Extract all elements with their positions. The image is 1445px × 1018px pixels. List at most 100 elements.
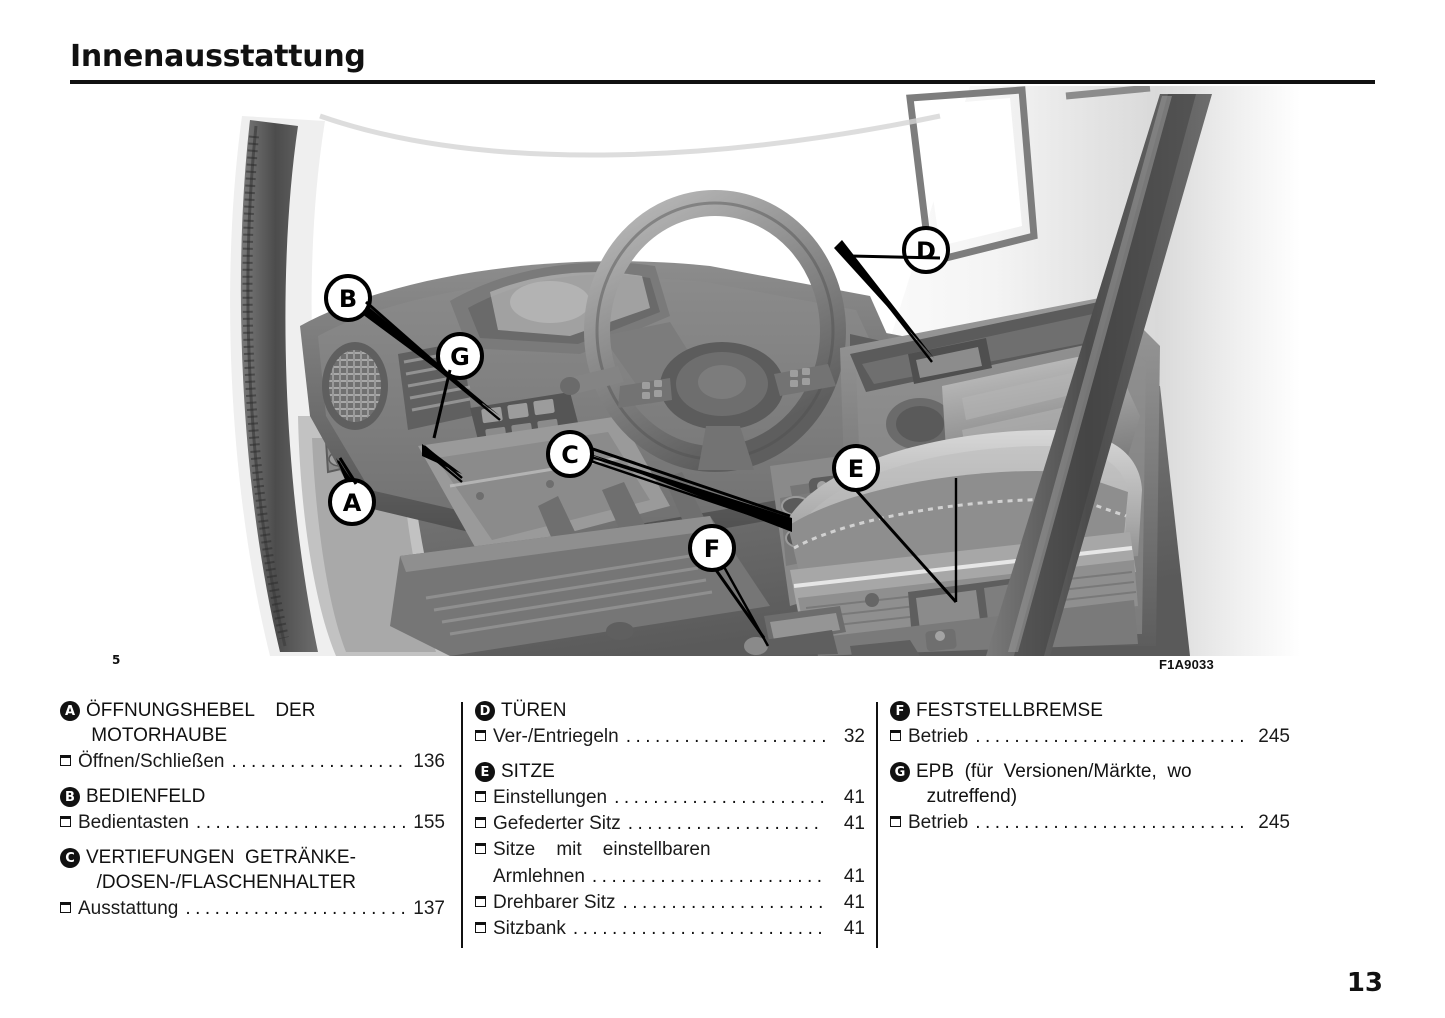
legend-entry[interactable]: Ausstattung.............................… bbox=[60, 896, 445, 921]
legend-entry-label: Betrieb bbox=[908, 812, 969, 833]
leader-dots: ........................................… bbox=[627, 813, 825, 834]
legend-group: G EPB (für Versionen/Märkte, wo zutreffen… bbox=[890, 759, 1290, 835]
legend-group: D TÜREN Ver-/Entriegeln...................… bbox=[475, 698, 865, 749]
legend-badge-f: F bbox=[890, 701, 910, 721]
square-bullet-icon bbox=[60, 755, 71, 766]
leader-dots: ........................................… bbox=[625, 726, 825, 747]
legend-entry[interactable]: Einstellungen...........................… bbox=[475, 785, 865, 810]
legend-badge-e: E bbox=[475, 762, 495, 782]
legend-entry[interactable]: Armlehnen...............................… bbox=[475, 864, 865, 889]
legend-entry[interactable]: Ver-/Entriegeln.........................… bbox=[475, 724, 865, 749]
legend-entry-label: Bedientasten bbox=[78, 812, 189, 833]
legend-badge-g: G bbox=[890, 762, 910, 782]
figure-callout-E: E bbox=[832, 444, 880, 492]
figure-number: 5 bbox=[112, 653, 121, 667]
legend-group-title: VERTIEFUNGEN GETRÄNKE- /DOSEN-/FLASCHENH… bbox=[86, 847, 356, 893]
svg-text:G: G bbox=[450, 343, 470, 371]
legend-entry[interactable]: Bedientasten............................… bbox=[60, 810, 445, 835]
legend-entry-label: Sitzbank bbox=[493, 918, 566, 939]
square-bullet-icon bbox=[475, 843, 486, 854]
legend-group-header: E SITZE bbox=[475, 759, 865, 784]
legend-entry-label: Ausstattung bbox=[78, 898, 179, 919]
legend-entry[interactable]: Gefederter Sitz.........................… bbox=[475, 811, 865, 836]
legend-entry-page: 136 bbox=[413, 751, 445, 772]
legend-entry-page: 137 bbox=[413, 898, 445, 919]
legend-group-header: D TÜREN bbox=[475, 698, 865, 723]
figure-callout-B: B bbox=[324, 274, 372, 322]
legend-column-middle: D TÜREN Ver-/Entriegeln...................… bbox=[475, 698, 865, 951]
interior-illustration: A B C D E bbox=[150, 86, 1300, 656]
legend-entry[interactable]: Sitze mit einstellbaren.................… bbox=[475, 837, 865, 862]
legend-badge-d: D bbox=[475, 701, 495, 721]
square-bullet-icon bbox=[475, 730, 486, 741]
legend-entry-page: 41 bbox=[843, 918, 865, 939]
leader-dots: ........................................… bbox=[591, 866, 825, 887]
legend-group-title: BEDIENFELD bbox=[86, 786, 206, 807]
legend-entry-label: Betrieb bbox=[908, 726, 969, 747]
leader-dots: ........................................… bbox=[231, 751, 405, 772]
legend-entry-label: Öffnen/Schließen bbox=[78, 751, 225, 772]
figure-callout-F: F bbox=[688, 524, 736, 572]
svg-text:A: A bbox=[343, 489, 362, 517]
header-rule bbox=[70, 80, 1375, 84]
svg-text:D: D bbox=[916, 237, 936, 265]
leader-dots: ........................................… bbox=[622, 892, 826, 913]
figure-code: F1A9033 bbox=[1159, 657, 1214, 672]
legend-group-title: EPB (für Versionen/Märkte, wo zutreffend… bbox=[916, 761, 1192, 807]
legend-group: E SITZE Einstellungen.....................… bbox=[475, 759, 865, 941]
legend-entry[interactable]: Sitzbank................................… bbox=[475, 916, 865, 941]
page-header: Innenausstattung bbox=[70, 40, 1375, 84]
legend-entry-page: 41 bbox=[843, 813, 865, 834]
legend-entry-page: 41 bbox=[843, 787, 865, 808]
leader-dots: ........................................… bbox=[614, 787, 825, 808]
figure-callout-G: G bbox=[436, 332, 484, 380]
legend-entry[interactable]: Betrieb.................................… bbox=[890, 810, 1290, 835]
svg-text:E: E bbox=[848, 455, 864, 483]
legend-group-title: TÜREN bbox=[501, 700, 567, 721]
legend-group-title: SITZE bbox=[501, 761, 555, 782]
figure-callout-C: C bbox=[546, 430, 594, 478]
legend-badge-a: A bbox=[60, 701, 80, 721]
legend-entry-page: 41 bbox=[843, 892, 865, 913]
square-bullet-icon bbox=[475, 791, 486, 802]
svg-text:C: C bbox=[561, 441, 579, 469]
legend-entry-page: 41 bbox=[843, 866, 865, 887]
figure-callout-A: A bbox=[328, 478, 376, 526]
square-bullet-icon bbox=[475, 817, 486, 828]
leader-dots: ........................................… bbox=[195, 812, 405, 833]
legend-entry-page: 32 bbox=[843, 726, 865, 747]
legend-group-header: C VERTIEFUNGEN GETRÄNKE- /DOSEN-/FLASCHEN… bbox=[60, 845, 445, 895]
leader-dots: ........................................… bbox=[975, 726, 1250, 747]
square-bullet-icon bbox=[60, 816, 71, 827]
leader-dots: ........................................… bbox=[185, 898, 405, 919]
legend-group: C VERTIEFUNGEN GETRÄNKE- /DOSEN-/FLASCHEN… bbox=[60, 845, 445, 921]
legend-entry-label: Gefederter Sitz bbox=[493, 813, 621, 834]
square-bullet-icon bbox=[890, 816, 901, 827]
legend-entry-label: Armlehnen bbox=[493, 866, 585, 887]
legend-entry-label: Drehbarer Sitz bbox=[493, 892, 616, 913]
legend-entry[interactable]: Betrieb.................................… bbox=[890, 724, 1290, 749]
leader-dots: ........................................… bbox=[975, 812, 1250, 833]
square-bullet-icon bbox=[890, 730, 901, 741]
legend-entry-page: 245 bbox=[1258, 812, 1290, 833]
legend-entry-label: Einstellungen bbox=[493, 787, 608, 808]
leader-dots: ........................................… bbox=[572, 918, 825, 939]
figure-callout-D: D bbox=[902, 226, 950, 274]
legend-badge-c: C bbox=[60, 848, 80, 868]
legend-group-header: G EPB (für Versionen/Märkte, wo zutreffen… bbox=[890, 759, 1290, 809]
legend-entry-label: Sitze mit einstellbaren bbox=[493, 839, 711, 860]
legend-entry-page: 245 bbox=[1258, 726, 1290, 747]
legend-entry-label: Ver-/Entriegeln bbox=[493, 726, 619, 747]
legend-entry[interactable]: Drehbarer Sitz..........................… bbox=[475, 890, 865, 915]
column-divider-2 bbox=[876, 702, 878, 948]
legend-entry[interactable]: Öffnen/Schließen........................… bbox=[60, 749, 445, 774]
page-number: 13 bbox=[1346, 968, 1383, 998]
svg-text:F: F bbox=[704, 535, 720, 563]
